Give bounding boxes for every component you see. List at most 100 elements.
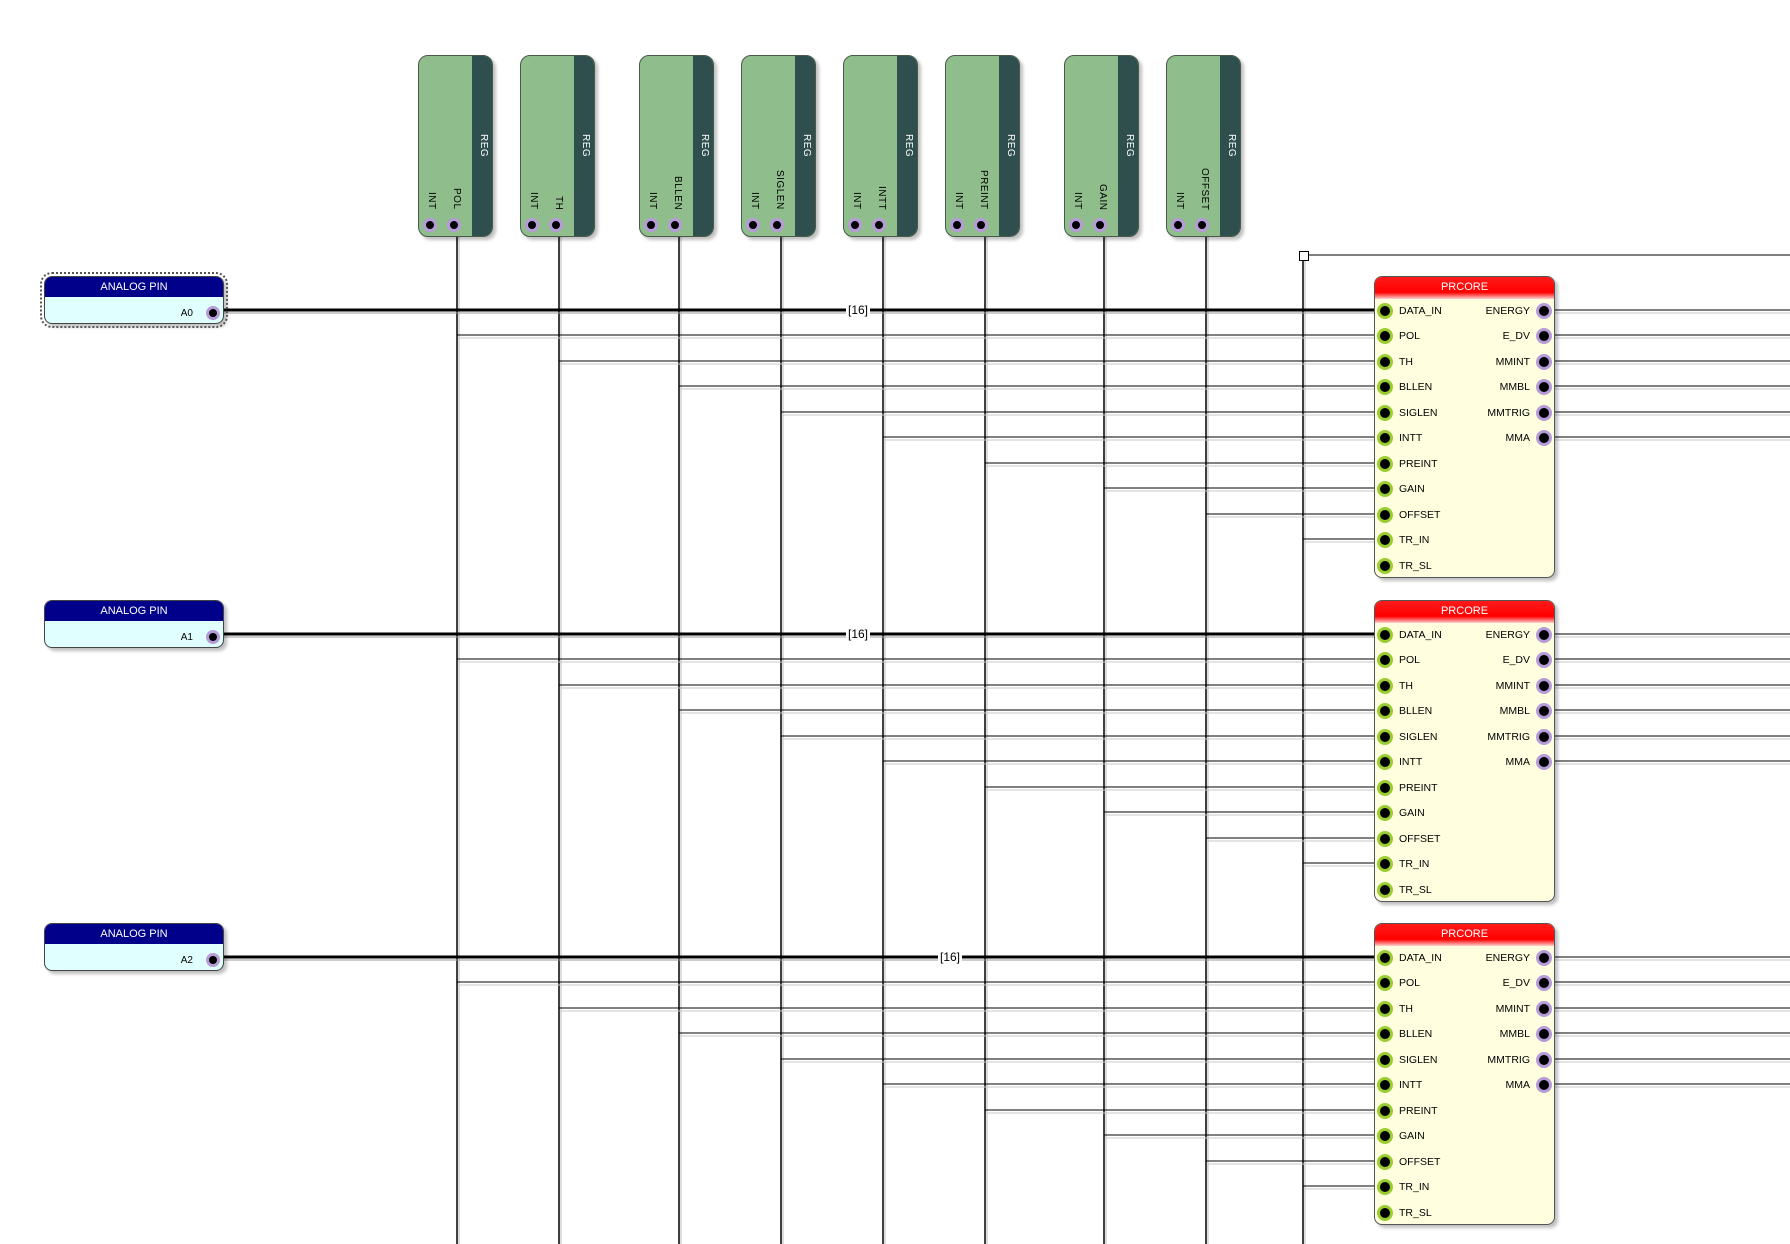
prcore-input-th[interactable]: TH <box>1377 352 1487 370</box>
prcore-input-tr-in[interactable]: TR_IN <box>1377 530 1487 548</box>
input-port[interactable] <box>1377 1026 1393 1042</box>
prcore-input-gain[interactable]: GAIN <box>1377 1126 1487 1144</box>
prcore-output-mmbl[interactable]: MMBL <box>1462 377 1552 395</box>
prcore-input-siglen[interactable]: SIGLEN <box>1377 403 1487 421</box>
input-port[interactable] <box>1377 950 1393 966</box>
prcore-input-tr-in[interactable]: TR_IN <box>1377 1177 1487 1195</box>
prcore-output-e-dv[interactable]: E_DV <box>1462 650 1552 668</box>
output-port[interactable] <box>1536 678 1552 694</box>
prcore-output-mmint[interactable]: MMINT <box>1462 999 1552 1017</box>
input-port[interactable] <box>1377 303 1393 319</box>
prcore-output-mmtrig[interactable]: MMTRIG <box>1462 1050 1552 1068</box>
input-port[interactable] <box>1377 481 1393 497</box>
prcore-input-siglen[interactable]: SIGLEN <box>1377 1050 1487 1068</box>
prcore-input-th[interactable]: TH <box>1377 676 1487 694</box>
prcore-input-tr-in[interactable]: TR_IN <box>1377 854 1487 872</box>
output-port[interactable] <box>1536 975 1552 991</box>
prcore-input-gain[interactable]: GAIN <box>1377 479 1487 497</box>
prcore-input-bllen[interactable]: BLLEN <box>1377 1024 1487 1042</box>
input-port[interactable] <box>1377 882 1393 898</box>
prcore-input-preint[interactable]: PREINT <box>1377 454 1487 472</box>
input-port[interactable] <box>1377 456 1393 472</box>
reg-output-port[interactable] <box>1093 218 1107 232</box>
input-port[interactable] <box>1377 729 1393 745</box>
prcore-output-mma[interactable]: MMA <box>1462 1075 1552 1093</box>
output-port[interactable] <box>1536 430 1552 446</box>
prcore-output-energy[interactable]: ENERGY <box>1462 625 1552 643</box>
output-port[interactable] <box>1536 303 1552 319</box>
reg-output-port[interactable] <box>770 218 784 232</box>
reg-int-port[interactable] <box>644 218 658 232</box>
prcore-input-bllen[interactable]: BLLEN <box>1377 377 1487 395</box>
input-port[interactable] <box>1377 1052 1393 1068</box>
prcore-output-mma[interactable]: MMA <box>1462 428 1552 446</box>
prcore-output-mmtrig[interactable]: MMTRIG <box>1462 727 1552 745</box>
output-port[interactable] <box>1536 652 1552 668</box>
prcore-output-mmint[interactable]: MMINT <box>1462 352 1552 370</box>
prcore-input-intt[interactable]: INTT <box>1377 428 1487 446</box>
prcore-input-tr-sl[interactable]: TR_SL <box>1377 556 1487 574</box>
reg-int-port[interactable] <box>525 218 539 232</box>
reg-block-pol[interactable]: REG INT POL <box>418 55 493 237</box>
reg-output-port[interactable] <box>447 218 461 232</box>
prcore-input-bllen[interactable]: BLLEN <box>1377 701 1487 719</box>
reg-output-port[interactable] <box>668 218 682 232</box>
analog-pin-output-port[interactable] <box>206 630 220 644</box>
prcore-output-mmbl[interactable]: MMBL <box>1462 701 1552 719</box>
input-port[interactable] <box>1377 1001 1393 1017</box>
prcore-input-gain[interactable]: GAIN <box>1377 803 1487 821</box>
output-port[interactable] <box>1536 627 1552 643</box>
input-port[interactable] <box>1377 831 1393 847</box>
output-port[interactable] <box>1536 1001 1552 1017</box>
reg-block-intt[interactable]: REG INT INTT <box>843 55 918 237</box>
analog-pin-a2[interactable]: ANALOG PIN A2 <box>44 923 224 971</box>
prcore-output-e-dv[interactable]: E_DV <box>1462 326 1552 344</box>
prcore-output-mma[interactable]: MMA <box>1462 752 1552 770</box>
analog-pin-a0[interactable]: ANALOG PIN A0 <box>40 272 228 328</box>
input-port[interactable] <box>1377 1128 1393 1144</box>
prcore-input-tr-sl[interactable]: TR_SL <box>1377 880 1487 898</box>
prcore-input-pol[interactable]: POL <box>1377 650 1487 668</box>
prcore-output-energy[interactable]: ENERGY <box>1462 948 1552 966</box>
reg-block-siglen[interactable]: REG INT SIGLEN <box>741 55 816 237</box>
input-port[interactable] <box>1377 328 1393 344</box>
output-port[interactable] <box>1536 328 1552 344</box>
prcore-input-offset[interactable]: OFFSET <box>1377 829 1487 847</box>
reg-int-port[interactable] <box>950 218 964 232</box>
reg-output-port[interactable] <box>549 218 563 232</box>
prcore-output-mmbl[interactable]: MMBL <box>1462 1024 1552 1042</box>
prcore-input-data-in[interactable]: DATA_IN <box>1377 948 1487 966</box>
input-port[interactable] <box>1377 652 1393 668</box>
output-port[interactable] <box>1536 1052 1552 1068</box>
prcore-input-tr-sl[interactable]: TR_SL <box>1377 1203 1487 1221</box>
input-port[interactable] <box>1377 678 1393 694</box>
prcore-input-preint[interactable]: PREINT <box>1377 1101 1487 1119</box>
prcore-block-1[interactable]: PRCORE DATA_IN POL TH BLLEN SIGLEN INTT … <box>1374 600 1555 902</box>
prcore-input-siglen[interactable]: SIGLEN <box>1377 727 1487 745</box>
input-port[interactable] <box>1377 805 1393 821</box>
analog-pin-output-port[interactable] <box>206 953 220 967</box>
reg-block-bllen[interactable]: REG INT BLLEN <box>639 55 714 237</box>
input-port[interactable] <box>1377 703 1393 719</box>
reg-int-port[interactable] <box>1171 218 1185 232</box>
input-port[interactable] <box>1377 354 1393 370</box>
reg-block-offset[interactable]: REG INT OFFSET <box>1166 55 1241 237</box>
input-port[interactable] <box>1377 627 1393 643</box>
output-port[interactable] <box>1536 950 1552 966</box>
input-port[interactable] <box>1377 856 1393 872</box>
input-port[interactable] <box>1377 1103 1393 1119</box>
prcore-output-e-dv[interactable]: E_DV <box>1462 973 1552 991</box>
input-port[interactable] <box>1377 754 1393 770</box>
input-port[interactable] <box>1377 379 1393 395</box>
reg-output-port[interactable] <box>872 218 886 232</box>
prcore-input-data-in[interactable]: DATA_IN <box>1377 625 1487 643</box>
prcore-output-energy[interactable]: ENERGY <box>1462 301 1552 319</box>
input-port[interactable] <box>1377 1205 1393 1221</box>
output-port[interactable] <box>1536 1077 1552 1093</box>
input-port[interactable] <box>1377 1077 1393 1093</box>
output-port[interactable] <box>1536 405 1552 421</box>
prcore-input-offset[interactable]: OFFSET <box>1377 1152 1487 1170</box>
reg-int-port[interactable] <box>848 218 862 232</box>
output-port[interactable] <box>1536 1026 1552 1042</box>
prcore-input-pol[interactable]: POL <box>1377 973 1487 991</box>
